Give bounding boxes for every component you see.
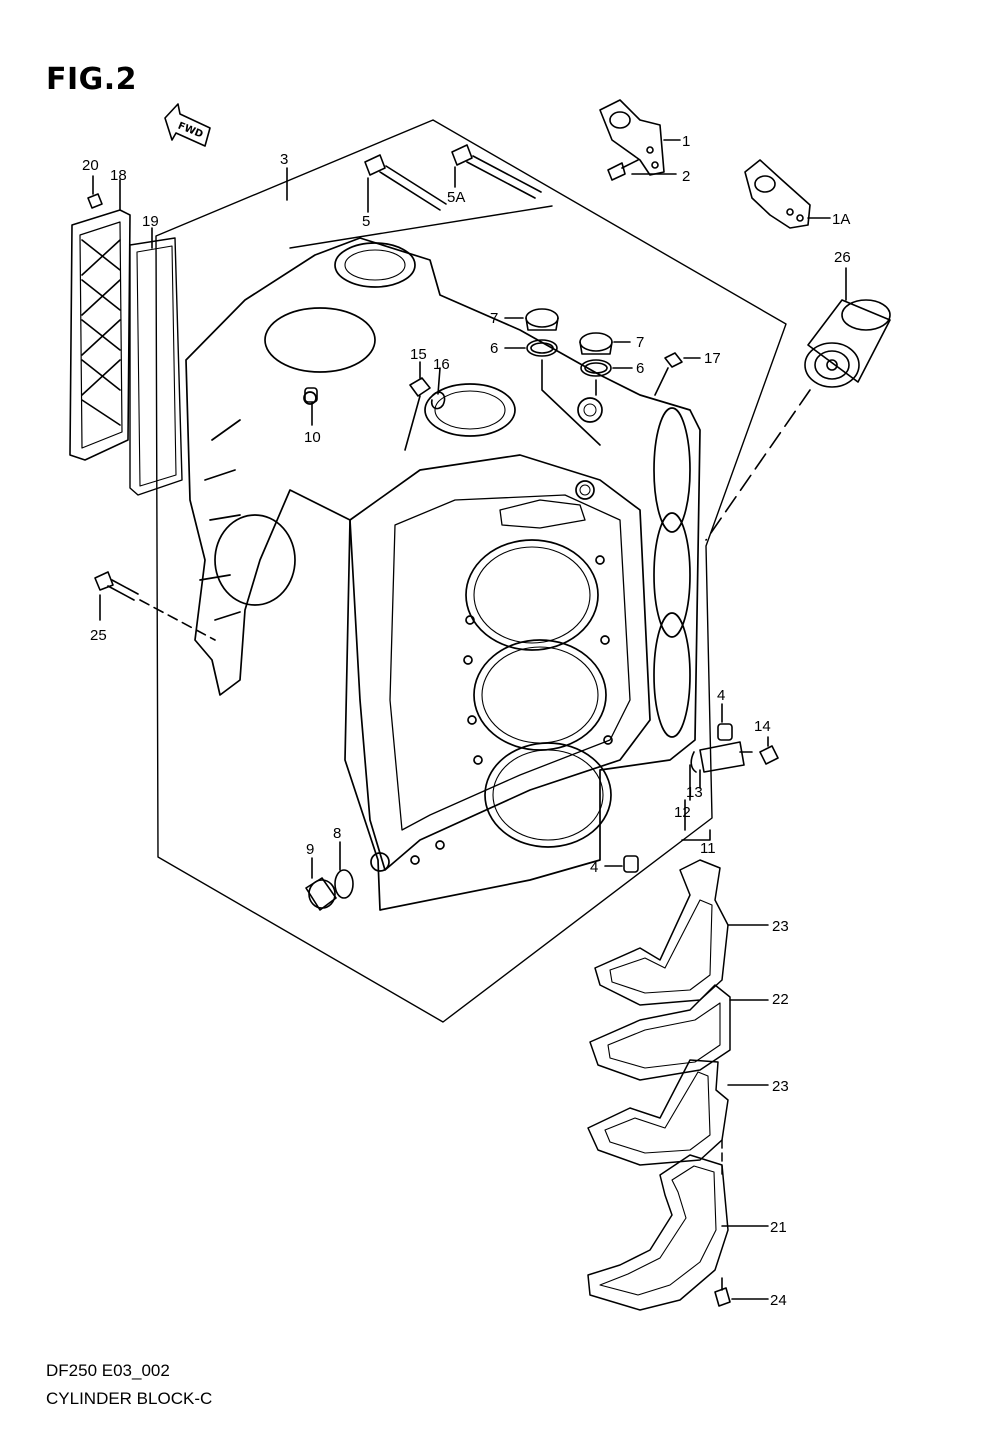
label-part-12: 12 bbox=[674, 804, 691, 821]
label-part-10: 10 bbox=[304, 429, 321, 446]
label-part-20: 20 bbox=[82, 157, 99, 174]
plug-17 bbox=[654, 352, 701, 396]
bolt-5a bbox=[451, 144, 542, 199]
label-part-7-right: 7 bbox=[636, 334, 644, 351]
label-part-22: 22 bbox=[772, 991, 789, 1008]
label-part-2: 2 bbox=[682, 168, 690, 185]
label-part-25: 25 bbox=[90, 627, 107, 644]
gasket-22 bbox=[589, 984, 769, 1081]
diagram-caption: CYLINDER BLOCK-C bbox=[46, 1389, 213, 1408]
label-part-19: 19 bbox=[142, 213, 159, 230]
figure-title: FIG.2 bbox=[46, 62, 138, 97]
plug-4-upper bbox=[717, 703, 733, 741]
oil-filter-26 bbox=[705, 267, 891, 541]
plug-9-oring-8 bbox=[305, 841, 354, 911]
label-part-17: 17 bbox=[704, 350, 721, 367]
label-part-4-lower: 4 bbox=[590, 859, 598, 876]
label-part-23-lower: 23 bbox=[772, 1078, 789, 1095]
label-part-5a: 5A bbox=[447, 189, 465, 206]
dowel-10 bbox=[304, 387, 318, 426]
label-part-18: 18 bbox=[110, 167, 127, 184]
screw-20 bbox=[87, 175, 103, 209]
label-part-24: 24 bbox=[770, 1292, 787, 1309]
label-part-9: 9 bbox=[306, 841, 314, 858]
label-part-16: 16 bbox=[433, 356, 450, 373]
fwd-arrow-icon: FWD bbox=[164, 103, 211, 147]
label-part-4-upper: 4 bbox=[717, 687, 725, 704]
label-part-13: 13 bbox=[686, 784, 703, 801]
gasket-23-upper bbox=[594, 859, 769, 1006]
plug-7-right bbox=[579, 332, 633, 396]
label-part-6-left: 6 bbox=[490, 340, 498, 357]
gasket-21 bbox=[587, 1139, 769, 1311]
label-part-5: 5 bbox=[362, 213, 370, 230]
label-part-6-right: 6 bbox=[636, 360, 644, 377]
label-part-3: 3 bbox=[280, 151, 288, 168]
fitting-15-16 bbox=[404, 361, 446, 451]
label-part-23-upper: 23 bbox=[772, 918, 789, 935]
cover-18 bbox=[69, 179, 131, 461]
label-part-15: 15 bbox=[410, 346, 427, 363]
assembly-boundary bbox=[155, 119, 787, 1023]
bolt-24 bbox=[714, 1277, 769, 1307]
model-code: DF250 E03_002 bbox=[46, 1361, 170, 1380]
bolt-5 bbox=[364, 154, 447, 213]
hanger-bracket-1 bbox=[599, 99, 681, 176]
gasket-19 bbox=[129, 227, 183, 496]
plug-4-lower bbox=[604, 855, 639, 873]
sensor-assembly-11-14 bbox=[681, 736, 779, 841]
label-part-21: 21 bbox=[770, 1219, 787, 1236]
label-part-1: 1 bbox=[682, 133, 690, 150]
label-part-11: 11 bbox=[700, 840, 716, 857]
label-part-14: 14 bbox=[754, 718, 771, 735]
label-part-8: 8 bbox=[333, 825, 341, 842]
plug-7-left bbox=[504, 308, 601, 446]
label-part-26: 26 bbox=[834, 249, 851, 266]
bolt-25 bbox=[94, 571, 216, 641]
cylinder-block bbox=[185, 237, 701, 911]
label-part-7-left: 7 bbox=[490, 310, 498, 327]
hanger-bracket-1a bbox=[744, 159, 831, 229]
gasket-23-lower bbox=[587, 1059, 769, 1166]
label-part-1a: 1A bbox=[832, 211, 850, 228]
part-number-labels: 1 1A 2 3 4 4 5 5A 6 6 7 7 8 9 10 11 12 1… bbox=[82, 133, 851, 1309]
bolt-2 bbox=[607, 159, 677, 181]
